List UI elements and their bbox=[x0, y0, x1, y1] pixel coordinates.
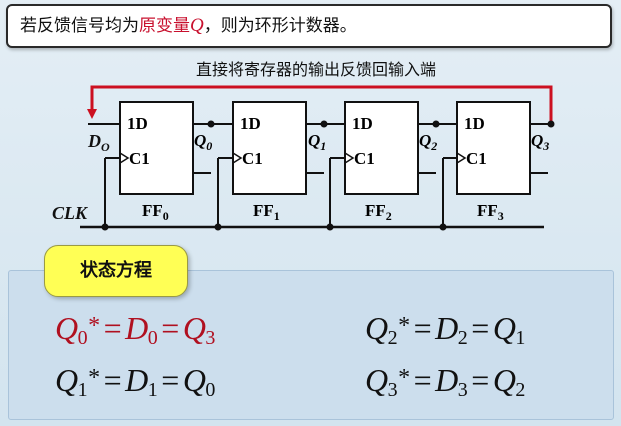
ff3-label: FF3 bbox=[477, 201, 504, 223]
q0-node bbox=[207, 120, 215, 128]
header-suffix: ，则为环形计数器。 bbox=[203, 16, 357, 36]
ff0-clk-node bbox=[101, 223, 109, 231]
feedback-label: 直接将寄存器的输出反馈回输入端 bbox=[196, 60, 436, 79]
flipflop-ff2: 1D C1 FF2 Q2 bbox=[326, 101, 457, 231]
flipflop-ff1: 1D C1 FF1 Q1 bbox=[214, 101, 345, 231]
ff2-clk-node bbox=[326, 223, 334, 231]
flipflop-ff0: 1D C1 FF0 Q0 bbox=[101, 101, 233, 231]
q3-label: Q3 bbox=[531, 131, 549, 153]
ff1-label: FF1 bbox=[253, 201, 280, 223]
ff2-d-pin: 1D bbox=[352, 114, 373, 133]
ff0-c-pin: C1 bbox=[129, 149, 150, 168]
state-equation-title: 状态方程 bbox=[44, 245, 188, 297]
q2-node bbox=[432, 120, 440, 128]
header-highlight: 原变量Q bbox=[139, 15, 204, 36]
q0-label: Q0 bbox=[194, 131, 212, 153]
ff0-d-pin: 1D bbox=[127, 114, 148, 133]
equation-q0: Q0*=D0=Q3 bbox=[55, 310, 215, 349]
ff0-label: FF0 bbox=[142, 201, 169, 223]
q2-label: Q2 bbox=[419, 131, 437, 153]
q3-node bbox=[547, 120, 555, 128]
ff3-d-pin: 1D bbox=[464, 114, 485, 133]
q1-node bbox=[320, 120, 328, 128]
ring-counter-diagram: 直接将寄存器的输出反馈回输入端 CLK DO 1D C1 FF0 Q0 1D C… bbox=[52, 60, 555, 231]
feedback-wire bbox=[87, 85, 553, 123]
ff2-box bbox=[344, 101, 419, 195]
ff2-c-pin: C1 bbox=[354, 149, 375, 168]
equation-q1: Q1*=D1=Q0 bbox=[55, 362, 215, 401]
clk-label: CLK bbox=[52, 203, 89, 223]
ff3-c-pin: C1 bbox=[466, 149, 487, 168]
ff3-clock-mark bbox=[456, 152, 467, 164]
ff2-clock-mark bbox=[344, 152, 355, 164]
ff1-d-pin: 1D bbox=[240, 114, 261, 133]
header-q: Q bbox=[190, 15, 204, 36]
ff1-clock-mark bbox=[232, 152, 243, 164]
flipflop-ff3: 1D C1 FF3 Q3 bbox=[439, 101, 555, 231]
ff1-clk-node bbox=[214, 223, 222, 231]
ff3-box bbox=[456, 101, 531, 195]
equation-q3: Q3*=D3=Q2 bbox=[365, 362, 525, 401]
header-banner: 若反馈信号均为原变量Q，则为环形计数器。 bbox=[6, 4, 612, 48]
equation-q2: Q2*=D2=Q1 bbox=[365, 310, 525, 349]
ff1-c-pin: C1 bbox=[242, 149, 263, 168]
ff3-clk-node bbox=[439, 223, 447, 231]
ff0-clock-mark bbox=[119, 152, 130, 164]
ff0-box bbox=[119, 101, 194, 195]
ff1-box bbox=[232, 101, 307, 195]
q1-label: Q1 bbox=[308, 131, 326, 153]
d0-label: DO bbox=[87, 131, 110, 154]
ff2-label: FF2 bbox=[365, 201, 392, 223]
header-prefix: 若反馈信号均为 bbox=[20, 16, 139, 36]
